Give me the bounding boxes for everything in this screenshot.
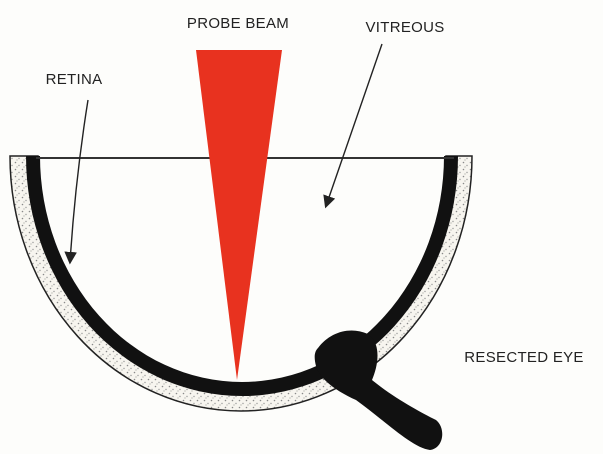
arrow-icon (70, 100, 88, 262)
retina-label: RETINA (46, 71, 103, 88)
probe-beam-label: PROBE BEAM (187, 15, 289, 32)
vitreous-label: VITREOUS (365, 19, 444, 36)
arrow-icon (326, 44, 382, 206)
probe-beam (196, 50, 282, 380)
resected-eye-label: RESECTED EYE (464, 349, 583, 366)
